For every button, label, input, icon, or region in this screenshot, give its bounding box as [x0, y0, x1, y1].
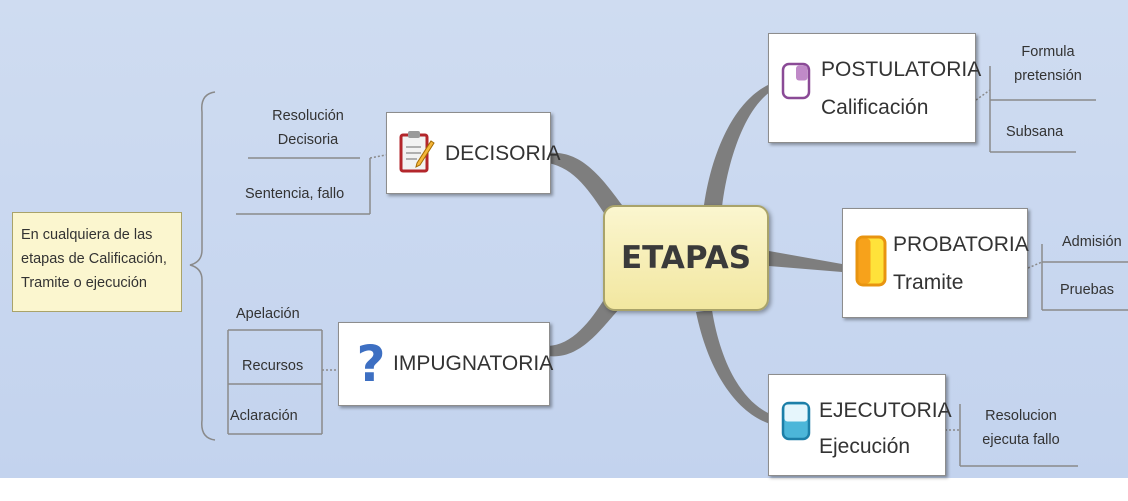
- ejecutoria-subtitle: Ejecución: [819, 435, 911, 458]
- child-subsana[interactable]: Subsana: [1006, 124, 1064, 140]
- question-mark-icon: ?: [357, 337, 385, 391]
- child-line: pretensión: [1014, 68, 1082, 84]
- node-postulatoria[interactable]: POSTULATORIA Calificación: [768, 33, 981, 143]
- connector-ejecutoria: [696, 310, 770, 424]
- child-formula-pretension[interactable]: Formula pretensión: [1000, 40, 1096, 88]
- child-line: Decisoria: [277, 132, 339, 148]
- child-line: ejecuta fallo: [982, 432, 1060, 448]
- child-aclaracion[interactable]: Aclaración: [230, 408, 298, 424]
- blue-square-icon: [781, 401, 811, 441]
- orange-square-icon: [855, 235, 887, 287]
- node-decisoria[interactable]: DECISORIA: [386, 112, 561, 194]
- child-line: Formula: [1021, 44, 1075, 60]
- child-sentencia-fallo[interactable]: Sentencia, fallo: [245, 186, 345, 202]
- center-label: ETAPAS: [620, 240, 752, 276]
- postulatoria-title: POSTULATORIA: [821, 58, 982, 81]
- notepad-pencil-icon: [399, 131, 435, 173]
- child-apelacion[interactable]: Apelación: [236, 306, 300, 322]
- node-ejecutoria[interactable]: EJECUTORIA Ejecución: [768, 374, 952, 476]
- postulatoria-subtitle: Calificación: [821, 96, 929, 119]
- connector-impugnatoria: [548, 298, 620, 357]
- child-line: Resolucion: [985, 408, 1057, 424]
- note-line: En cualquiera de las: [21, 227, 153, 243]
- child-pruebas[interactable]: Pruebas: [1060, 282, 1115, 298]
- purple-square-icon: [781, 62, 811, 100]
- child-line: Resolución: [272, 108, 344, 124]
- note-line: etapas de Calificación,: [21, 251, 167, 267]
- child-recursos[interactable]: Recursos: [242, 358, 304, 374]
- brace-left: [189, 91, 216, 441]
- child-resolucion-decisoria[interactable]: Resolución Decisoria: [260, 104, 356, 152]
- impugnatoria-title: IMPUGNATORIA: [393, 352, 554, 375]
- probatoria-title: PROBATORIA: [893, 233, 1029, 256]
- center-node[interactable]: ETAPAS: [603, 205, 769, 311]
- connector-decisoria: [548, 152, 622, 216]
- probatoria-subtitle: Tramite: [893, 271, 964, 294]
- child-admision[interactable]: Admisión: [1062, 234, 1122, 250]
- node-impugnatoria[interactable]: ? IMPUGNATORIA: [338, 322, 554, 406]
- svg-text:?: ?: [357, 337, 385, 391]
- note-line: Tramite o ejecución: [21, 275, 147, 291]
- note-box[interactable]: En cualquiera de las etapas de Calificac…: [12, 212, 182, 312]
- decisoria-title: DECISORIA: [445, 142, 561, 165]
- node-probatoria[interactable]: PROBATORIA Tramite: [842, 208, 1029, 318]
- connector-probatoria: [769, 251, 842, 272]
- connector-postulatoria: [704, 84, 770, 207]
- ejecutoria-title: EJECUTORIA: [819, 399, 952, 422]
- child-resolucion-ejecuta-fallo[interactable]: Resolucion ejecuta fallo: [966, 404, 1076, 452]
